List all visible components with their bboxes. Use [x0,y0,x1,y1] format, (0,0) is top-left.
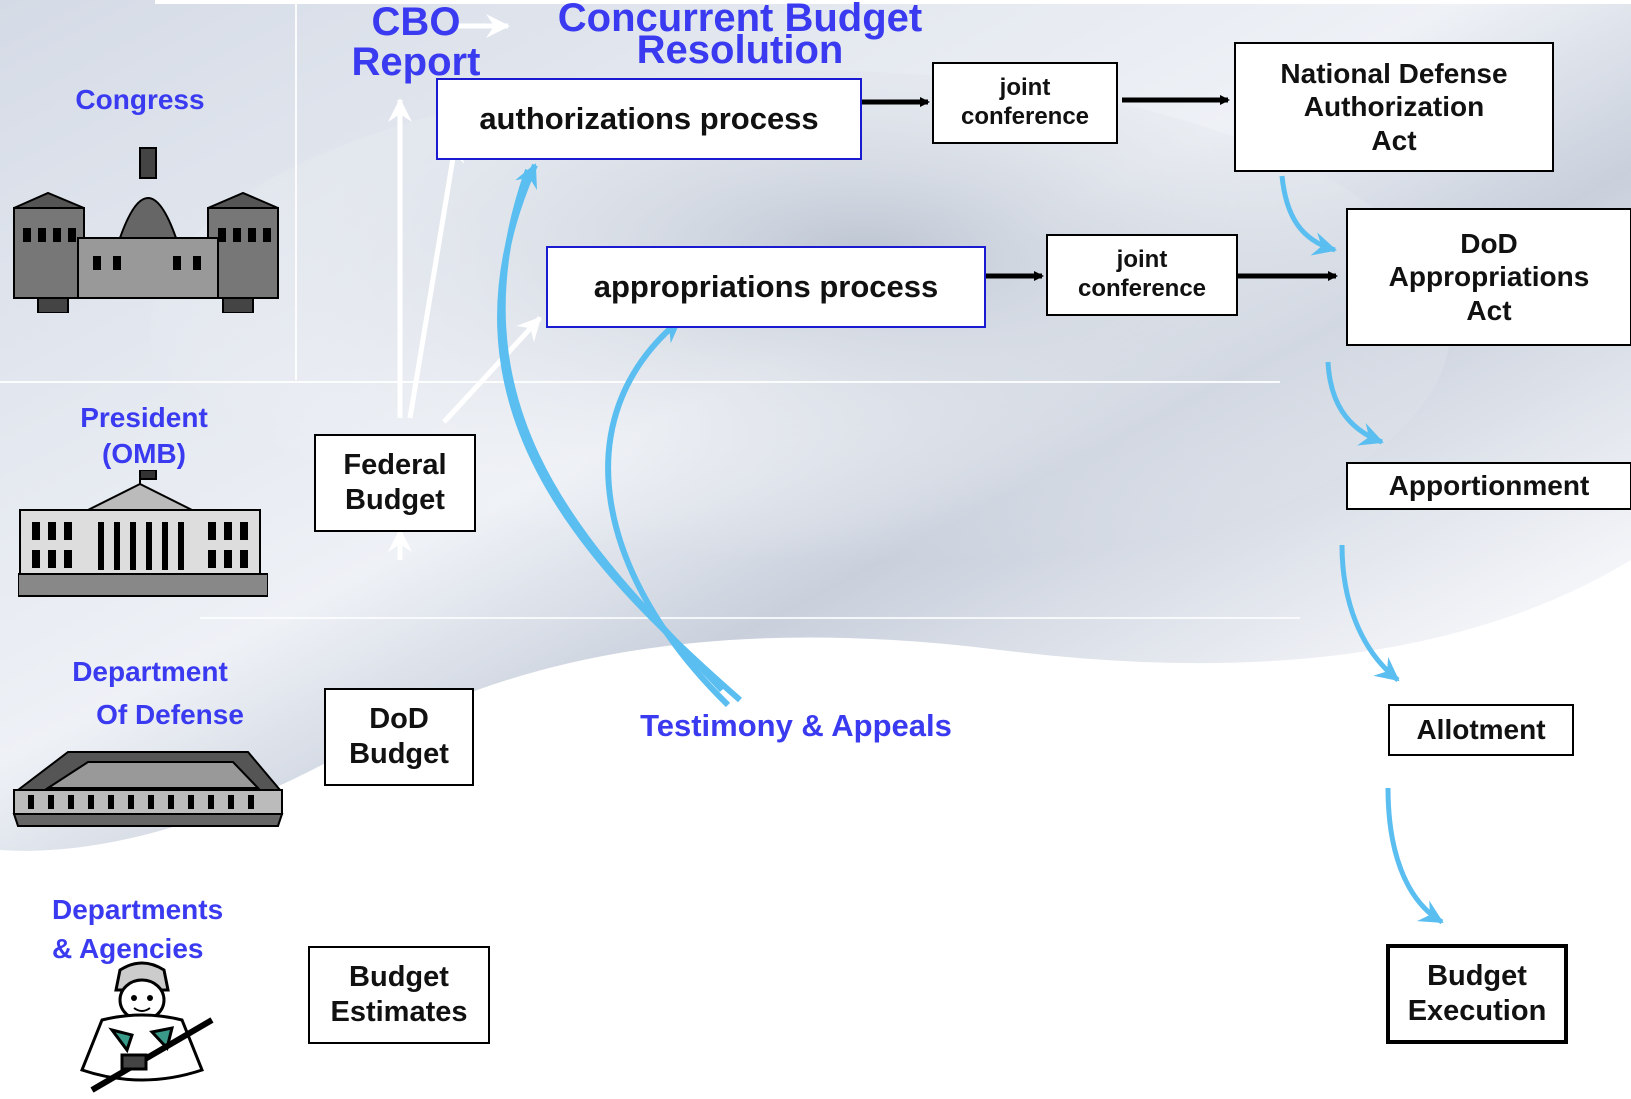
appropriations-process-box: appropriations process [546,246,986,328]
joint1-line2: conference [960,103,1090,130]
ndaa-line2: Authorization [1303,91,1485,123]
joint2-line2: conference [1077,275,1207,302]
estimates-line2: Estimates [330,996,468,1028]
capitol-icon [13,147,279,313]
dodapp-line2: Appropriations [1388,261,1590,293]
department-of-defense-label: Department Of Defense [40,650,260,737]
federal-line1: Federal [343,449,447,482]
execution-arrows [1279,175,1444,925]
cbr-line2: Resolution [636,28,844,72]
estimates-line1: Budget [349,961,449,994]
budget-execution-box: Budget Execution [1386,944,1568,1044]
authorizations-process-box: authorizations process [436,78,862,160]
dod-line2: Of Defense [96,699,244,731]
joint1-line1: joint [999,74,1051,102]
ndaa-line1: National Defense [1280,57,1508,89]
dod-budget-box: DoD Budget [324,688,474,786]
allotment-label: Allotment [1416,714,1546,746]
testimony-arrows [497,163,742,708]
ndaa-line3: Act [1371,124,1417,156]
national-defense-authorization-act-box: National Defense Authorization Act [1234,42,1554,172]
soldier-icon [80,961,214,1093]
dod-line1: Department [72,656,228,687]
white-arrows [388,14,542,560]
dodapp-line1: DoD [1460,227,1518,259]
appropriations-label: appropriations process [593,269,939,305]
authorizations-label: authorizations process [479,101,819,137]
departments-agencies-label: Departments & Agencies [40,890,262,968]
dodbudget-line1: DoD [369,703,429,736]
testimony-appeals-label: Testimony & Appeals [640,708,952,743]
dodbudget-line2: Budget [349,738,449,770]
congress-label: Congress [75,84,205,115]
cbo-line1: CBO [371,0,461,44]
budget-estimates-box: Budget Estimates [308,946,490,1044]
allotment-box: Allotment [1388,704,1574,756]
agencies-line2: & Agencies [52,933,204,965]
dodapp-line3: Act [1466,294,1512,326]
concurrent-budget-resolution-label: Concurrent Budget Resolution [540,0,940,70]
agencies-line1: Departments [52,894,224,925]
president-line2: (OMB) [102,438,186,470]
apportionment-label: Apportionment [1388,470,1590,502]
execution-line1: Budget [1427,960,1527,993]
federal-budget-box: Federal Budget [314,434,476,532]
president-line1: President [80,402,208,433]
black-arrows [862,95,1338,281]
cbo-report-label: CBO Report [346,2,486,82]
joint-conference-appropriations-box: joint conference [1046,234,1238,316]
execution-line2: Execution [1407,995,1547,1027]
pentagon-icon [12,751,284,827]
joint2-line1: joint [1116,246,1168,274]
cbr-line1: Concurrent Budget [557,0,923,40]
cbo-line2: Report [351,40,481,84]
joint-conference-authorizations-box: joint conference [932,62,1118,144]
president-label: President (OMB) [54,400,234,473]
white-house-icon [18,470,268,597]
federal-line2: Budget [345,484,445,516]
apportionment-box: Apportionment [1346,462,1631,510]
dod-appropriations-act-box: DoD Appropriations Act [1346,208,1631,346]
